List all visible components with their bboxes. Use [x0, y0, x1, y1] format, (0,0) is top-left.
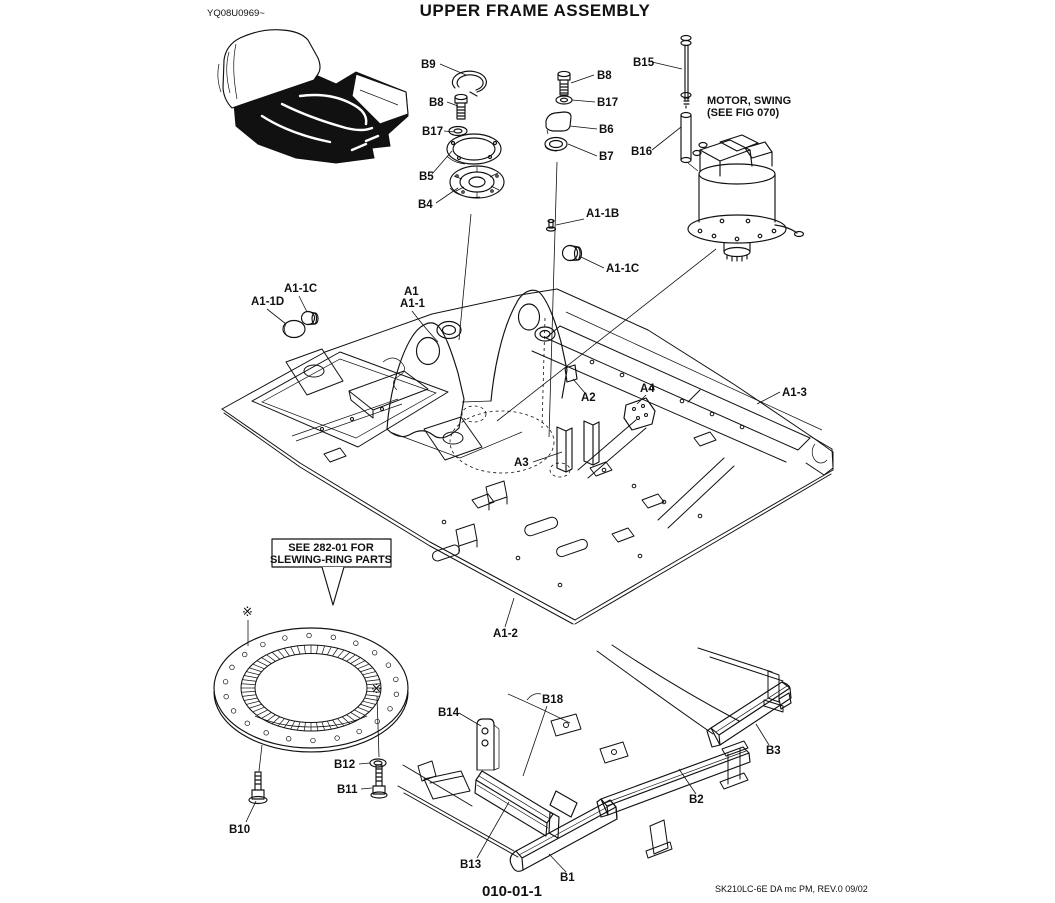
reference-mark-inner: ※	[371, 681, 382, 696]
callout-b10: B10	[229, 824, 250, 836]
slewing-note-line2: SLEWING-RING PARTS	[270, 554, 392, 566]
callout-b15: B15	[633, 57, 655, 69]
callout-b18: B18	[542, 694, 564, 706]
drawing-code: YQ08U0969~	[207, 8, 265, 19]
leader-lines	[245, 61, 781, 873]
callout-b11: B11	[337, 784, 358, 796]
callout-b14: B14	[438, 707, 460, 719]
page-title: UPPER FRAME ASSEMBLY	[420, 1, 651, 20]
callout-b4: B4	[418, 199, 433, 211]
callout-b9: B9	[421, 59, 436, 71]
plug-parts	[282, 218, 583, 339]
thumbnail-drawing	[217, 29, 409, 164]
page-number: 010-01-1	[482, 883, 542, 900]
callout-b17-right: B17	[597, 97, 618, 109]
callout-b5: B5	[419, 171, 434, 183]
callout-a1-1c-right: A1-1C	[606, 263, 639, 275]
slewing-note-box: SEE 282-01 FOR SLEWING-RING PARTS	[270, 538, 392, 606]
callout-a1-1: A1-1	[400, 298, 426, 310]
callout-a1-1b: A1-1B	[586, 208, 619, 220]
main-frame-drawing	[221, 161, 834, 625]
callout-a3: A3	[514, 457, 529, 469]
reference-mark-top: ※	[242, 604, 253, 619]
bottom-subassembly-drawing	[397, 644, 792, 872]
callout-b16: B16	[631, 146, 652, 158]
callout-a1-2: A1-2	[493, 628, 518, 640]
callout-a1: A1	[404, 286, 419, 298]
callout-b2: B2	[689, 794, 704, 806]
swing-motor-drawing	[496, 34, 805, 422]
callout-b7: B7	[599, 151, 614, 163]
callout-b17-left: B17	[422, 126, 443, 138]
motor-note-line1: MOTOR, SWING	[707, 95, 791, 107]
slewing-ring-drawing	[213, 627, 409, 805]
fastener-stack-right	[544, 70, 573, 152]
slewing-note-line1: SEE 282-01 FOR	[288, 542, 374, 554]
callout-a2: A2	[581, 392, 596, 404]
callout-b1: B1	[560, 872, 575, 884]
part-callouts: B9 B8 B17 B5 B4 B8 B17 B6 B7 B15 B16 A1-…	[229, 57, 807, 884]
callout-a4: A4	[640, 383, 655, 395]
callout-b13: B13	[460, 859, 481, 871]
callout-b8-left: B8	[429, 97, 444, 109]
callout-a1-1c-left: A1-1C	[284, 283, 317, 295]
callout-b12: B12	[334, 759, 355, 771]
callout-b6: B6	[599, 124, 614, 136]
callout-a1-1d: A1-1D	[251, 296, 284, 308]
callout-b3: B3	[766, 745, 781, 757]
fastener-stack-left	[446, 70, 505, 199]
motor-note-line2: (SEE FIG 070)	[707, 107, 779, 119]
footer-reference: SK210LC-6E DA mc PM, REV.0 09/02	[715, 884, 868, 894]
callout-a1-3: A1-3	[782, 387, 807, 399]
callout-b8-right: B8	[597, 70, 612, 82]
